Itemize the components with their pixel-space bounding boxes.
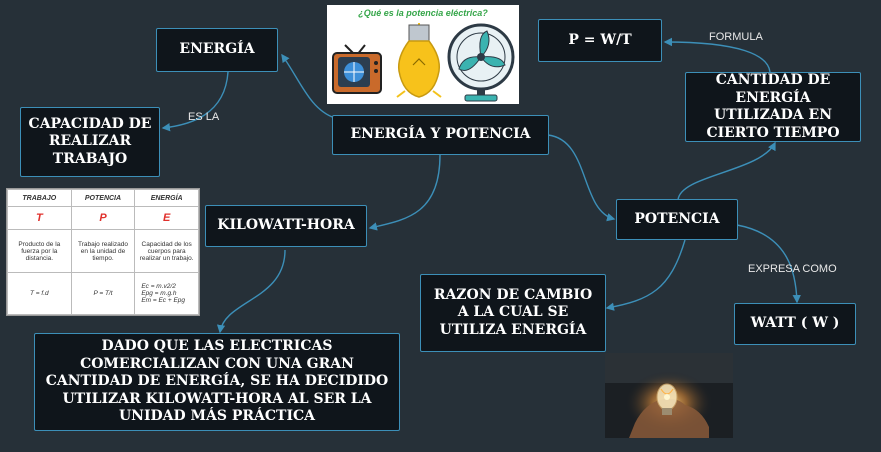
- fan-icon: [447, 23, 515, 102]
- formula-potencial: Epg = m.g.h: [141, 290, 177, 297]
- link-kilowatt-to-dadoque: [216, 249, 286, 334]
- link-cantidad-to-formula: [663, 37, 771, 73]
- node-formula-p-w-t[interactable]: P = W/T: [538, 19, 662, 62]
- formula-cinetica: Ec = m.v2/2: [141, 283, 176, 290]
- table-header-row: TRABAJO POTENCIA ENERGÍA: [7, 189, 199, 207]
- table-symbol-energia: E: [134, 206, 199, 230]
- table-symbol-potencia: P: [70, 206, 136, 230]
- table-header-potencia: POTENCIA: [70, 189, 136, 207]
- link-central-to-kilowatt: [368, 154, 441, 231]
- node-watt[interactable]: WATT ( W ): [734, 303, 856, 345]
- node-dado-que-electricas[interactable]: DADO QUE LAS ELECTRICAS COMERCIALIZAN CO…: [34, 333, 400, 431]
- link-energia-to-capacidad: [161, 71, 229, 132]
- edge-label-es-la: ES LA: [188, 111, 220, 123]
- table-symbol-row: T P E: [7, 206, 199, 230]
- hands-lightbulb-drawing: [605, 353, 733, 438]
- link-central-to-energia: [281, 53, 336, 119]
- edge-label-expresa-como: EXPRESA COMO: [748, 263, 837, 275]
- node-energia[interactable]: ENERGÍA: [156, 28, 278, 72]
- link-potencia-to-razon: [605, 239, 686, 311]
- lightbulb-icon: [396, 23, 442, 98]
- node-cantidad-de-energia[interactable]: CANTIDAD DE ENERGÍA UTILIZADA EN CIERTO …: [685, 72, 861, 142]
- link-potencia-to-cantidad: [677, 141, 776, 201]
- comparison-table: TRABAJO POTENCIA ENERGÍA T P E Producto …: [6, 188, 200, 316]
- table-desc-energia: Capacidad de los cuerpos para realizar u…: [134, 229, 199, 273]
- table-formula-energia: Ec = m.v2/2 Epg = m.g.h Em = Ec + Epg: [134, 272, 199, 315]
- table-formula-trabajo: T = f.d: [7, 272, 72, 315]
- potencia-electrica-illustration: ¿Qué es la potencia eléctrica?: [327, 5, 519, 104]
- table-header-trabajo: TRABAJO: [7, 189, 72, 207]
- formula-mecanica: Em = Ec + Epg: [141, 297, 186, 304]
- table-desc-potencia: Trabajo realizado en la unidad de tiempo…: [70, 229, 136, 273]
- node-razon-de-cambio[interactable]: RAZON DE CAMBIO A LA CUAL SE UTILIZA ENE…: [420, 274, 606, 352]
- table-desc-trabajo: Producto de la fuerza por la distancia.: [7, 229, 72, 273]
- link-potencia-to-watt: [736, 224, 801, 304]
- table-header-energia: ENERGÍA: [134, 189, 199, 207]
- hands-holding-lightbulb-photo: [605, 353, 733, 438]
- table-symbol-trabajo: T: [7, 206, 72, 230]
- link-central-to-potencia: [547, 134, 616, 222]
- edge-label-formula: FORMULA: [709, 31, 763, 43]
- node-energia-y-potencia[interactable]: ENERGÍA Y POTENCIA: [332, 115, 549, 155]
- table-formula-potencia: P = T/t: [70, 272, 136, 315]
- node-capacidad-de-realizar-trabajo[interactable]: CAPACIDAD DE REALIZAR TRABAJO: [20, 107, 160, 177]
- table-formula-row: T = f.d P = T/t Ec = m.v2/2 Epg = m.g.h …: [7, 272, 199, 315]
- appliances-drawing: [332, 23, 515, 102]
- node-kilowatt-hora[interactable]: KILOWATT-HORA: [205, 205, 367, 247]
- tv-icon: [332, 44, 382, 94]
- table-description-row: Producto de la fuerza por la distancia. …: [7, 229, 199, 273]
- node-potencia[interactable]: POTENCIA: [616, 199, 738, 240]
- illustration-caption: ¿Qué es la potencia eléctrica?: [358, 8, 488, 18]
